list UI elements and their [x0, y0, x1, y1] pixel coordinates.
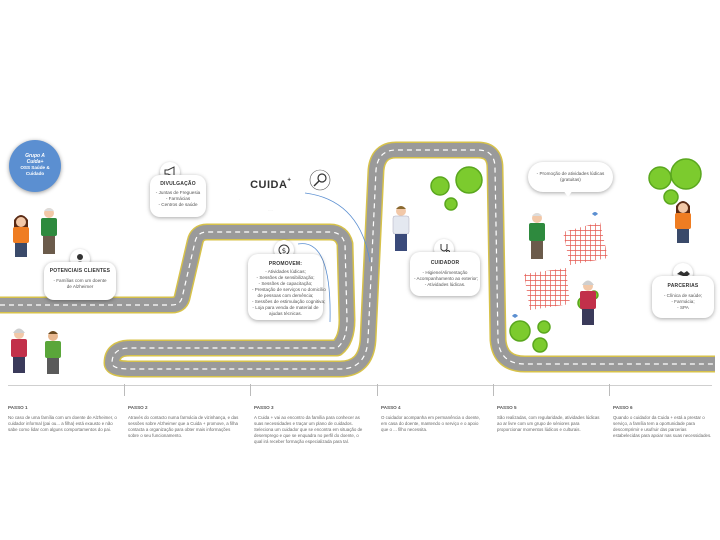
step-label: PASSO 3 [254, 405, 274, 410]
green-bushes [430, 158, 702, 353]
timeline-tick [124, 384, 125, 396]
speech-bubble: - Promoção de atividades lúdicas (gratui… [528, 162, 613, 192]
card-parcerias-title: PARCERIAS [667, 283, 699, 289]
person-grandmother [11, 328, 27, 373]
step-label: PASSO 5 [497, 405, 517, 410]
card-line: - Loja para venda de material de [252, 305, 319, 310]
bird-icon [592, 212, 598, 216]
card-line: - Farmácias [165, 196, 191, 201]
step-4: PASSO 4 O cuidador acompanha em permanên… [381, 405, 486, 433]
badge-line-3: OSS Saúde & Cuidado [20, 165, 50, 176]
person-caregiver [392, 206, 410, 251]
speech-bubble-tail [563, 190, 573, 197]
bubble-line: (gratuitas) [560, 177, 581, 182]
logo-sup: + [287, 177, 291, 184]
card-promovem-title: PROMOVEM: [268, 261, 303, 267]
person-elderly-man [41, 208, 57, 254]
card-line: - SPA [677, 305, 689, 310]
person-woman-orange [13, 215, 29, 257]
card-line: de pessoas com demência; [257, 293, 314, 298]
card-line: - Centros de saúde [158, 202, 198, 207]
card-line: - Prestação de serviços no domicílio [252, 287, 326, 292]
card-line: - Juntas de Freguesia [155, 190, 201, 195]
person-man-green [45, 331, 61, 374]
bubble-line: - Promoção de atividades lúdicas [536, 171, 605, 176]
step-label: PASSO 2 [128, 405, 148, 410]
step-5: PASSO 5 São realizadas, com regularidade… [497, 405, 602, 433]
card-line: - Atividades lúdicas; [265, 269, 306, 274]
step-text: Quando o cuidador da Cuida + está a pres… [613, 415, 712, 438]
step-text: O cuidador acompanha em permanência o do… [381, 415, 481, 432]
person-grandmother-park [580, 280, 596, 325]
card-line: - Clínica de saúde; [663, 293, 703, 298]
card-line: de Alzheimer [66, 284, 94, 289]
card-line: ajudas técnicas. [269, 311, 302, 316]
search-icon [309, 169, 331, 191]
step-text: No caso de uma família com um doente de … [8, 415, 117, 432]
card-line: - Sessões de sensibilização; [256, 275, 315, 280]
timeline-tick [250, 384, 251, 396]
person-woman-orange-right [675, 201, 691, 243]
card-line: - Sessões de capacitação; [258, 281, 313, 286]
timeline-tick [377, 384, 378, 396]
step-text: São realizadas, com regularidade, ativid… [497, 415, 600, 432]
step-label: PASSO 4 [381, 405, 401, 410]
cuida-logo: CUIDA+ [239, 157, 302, 211]
card-parcerias: PARCERIAS - Clínica de saúde; - Farmácia… [652, 276, 714, 318]
card-line: - Farmácia; [671, 299, 695, 304]
card-promovem: PROMOVEM: - Atividades lúdicas; - Sessõe… [248, 254, 326, 320]
card-cuidador-title: CUIDADOR [430, 260, 460, 266]
logo-text: CUIDA [250, 179, 288, 191]
timeline-tick [609, 384, 610, 396]
card-potenciais-title: POTENCIAIS CLIENTES [49, 268, 111, 274]
card-cuidador: CUIDADOR - Higiene/Alimentação - Acompan… [410, 252, 480, 296]
step-3: PASSO 3 A Cuida + vai ao encontro da fam… [254, 405, 366, 445]
step-text: Através do contacto numa farmácia de viz… [128, 415, 239, 438]
step-6: PASSO 6 Quando o cuidador da Cuida + est… [613, 405, 713, 439]
card-potenciais-clientes: POTENCIAIS CLIENTES - Famílias com um do… [44, 262, 116, 300]
timeline-tick [493, 384, 494, 396]
card-line: - Higiene/Alimentação [422, 270, 468, 275]
step-label: PASSO 6 [613, 405, 633, 410]
timeline-line [8, 385, 712, 386]
badge-line-2: Cuida+ [26, 159, 44, 165]
card-divulgacao: DIVULGAÇÃO - Juntas de Freguesia - Farmá… [150, 175, 206, 217]
step-text: A Cuida + vai ao encontro da família par… [254, 415, 363, 444]
step-label: PASSO 1 [8, 405, 28, 410]
card-line: - Famílias com um doente [53, 278, 107, 283]
card-line: - Atividades lúdicas. [424, 282, 466, 287]
card-line: - Sessões de estimulação cognitiva; [252, 299, 326, 304]
card-line: - Acompanhamento ao exterior; [414, 276, 479, 281]
step-2: PASSO 2 Através do contacto numa farmáci… [128, 405, 240, 439]
person-elderly-man-park [529, 213, 545, 259]
step-1: PASSO 1 No caso de uma família com um do… [8, 405, 120, 433]
card-divulgacao-title: DIVULGAÇÃO [160, 181, 196, 187]
badge-line-1: Grupo A [25, 153, 45, 159]
group-badge: Grupo A Cuida+ OSS Saúde & Cuidado [9, 140, 61, 192]
picnic-blankets [524, 222, 608, 310]
svg-text:$: $ [282, 247, 286, 255]
